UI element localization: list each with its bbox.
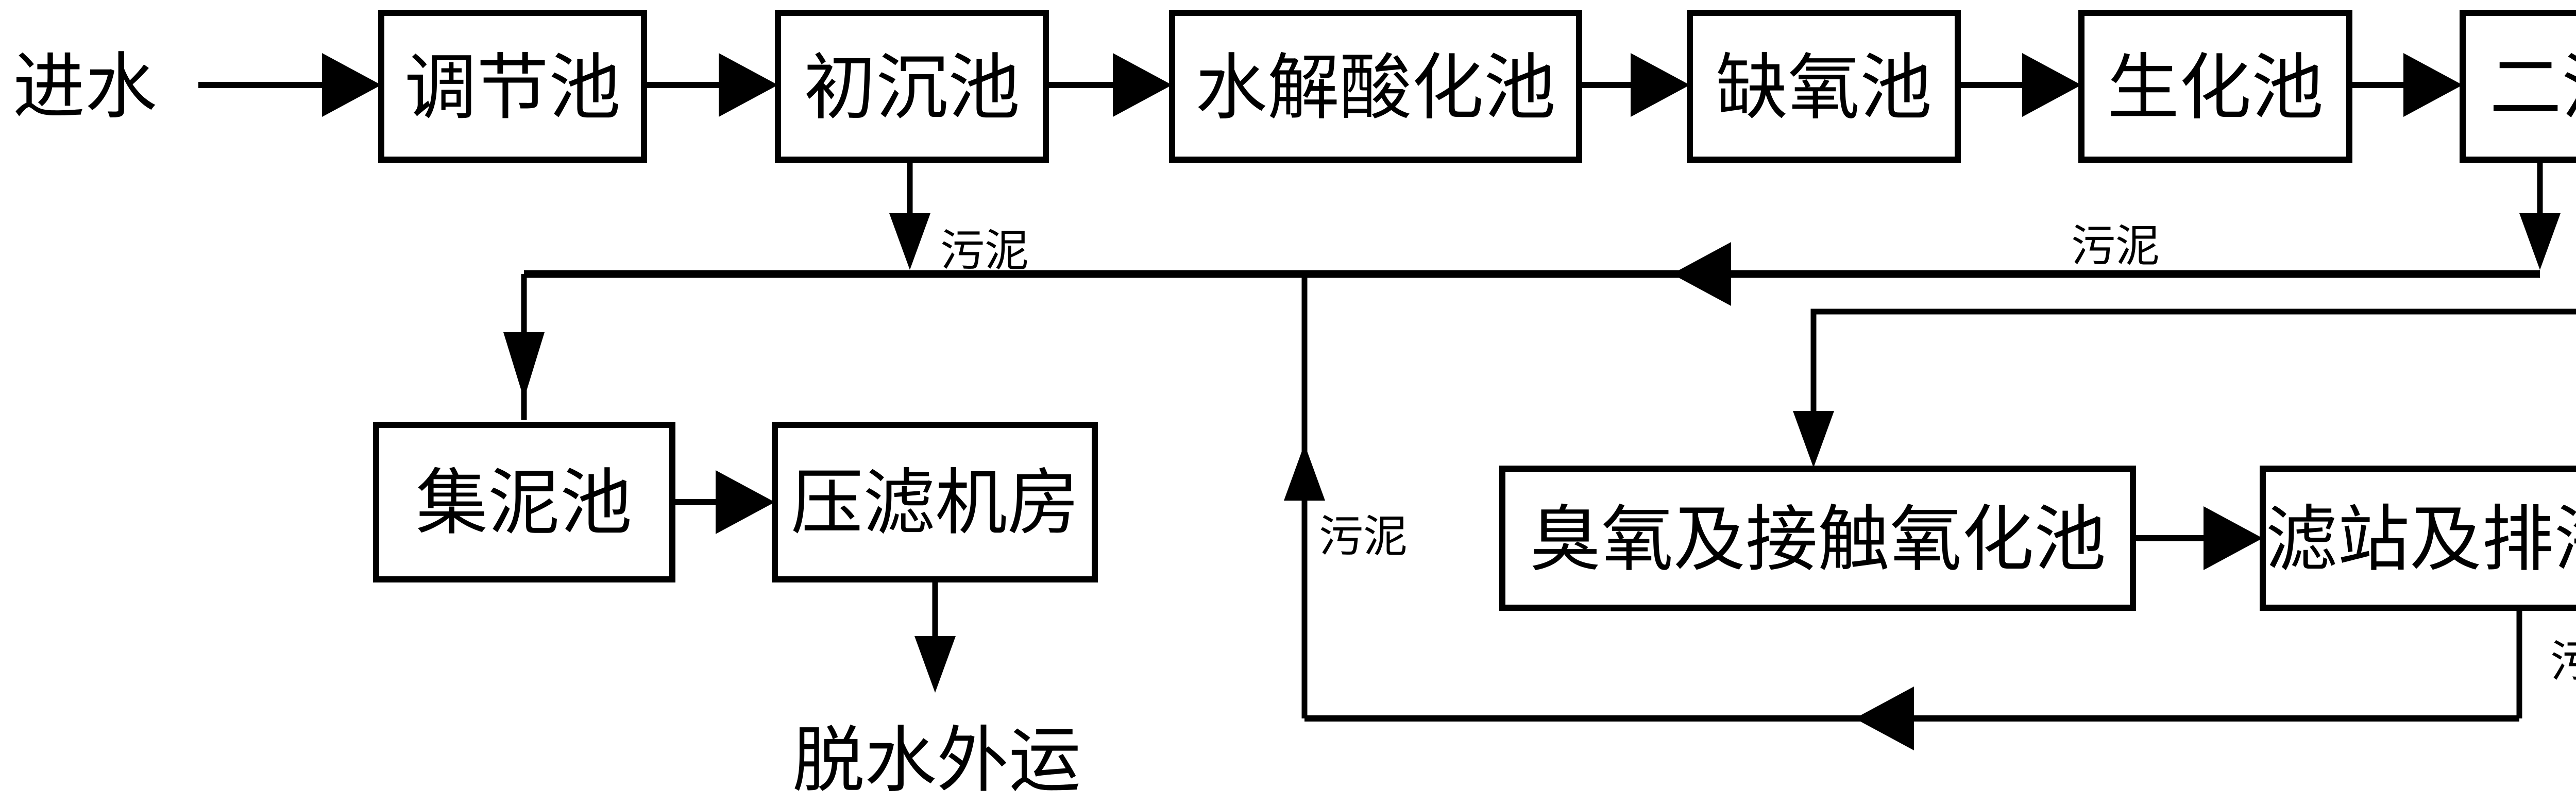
sludge-header-left-arrow-head: [1672, 242, 1731, 306]
box-sludge-collection-tank: [373, 422, 675, 582]
arrow-influent-to-regulation-tank-head: [322, 53, 381, 117]
arrow-primary-to-hydrolysis-head: [1113, 53, 1172, 117]
secondary-sludge-drop-head: [2519, 213, 2561, 270]
box-ozone-contact-oxidation-tank-label: 臭氧及接触氧化池: [1529, 501, 2106, 580]
sludge-label-secondary: 污泥: [2071, 221, 2160, 271]
sludge-label-primary: 污泥: [940, 226, 1029, 276]
sludge-return-up-arrow-head: [1284, 444, 1325, 501]
secondary-to-ozone-line: [1810, 308, 2576, 415]
box-hydrolysis-acidification-tank-label: 水解酸化池: [1195, 49, 1556, 129]
box-anoxic-tank-label: 缺氧池: [1716, 49, 1932, 129]
sludge-return-left-arrow-head: [1855, 687, 1914, 750]
arrow-biochemical-to-secondary-head: [2403, 53, 2463, 117]
sludge-label-return: 污泥: [1319, 512, 1408, 561]
box-biochemical-tank-label: 生化池: [2107, 49, 2324, 129]
box-primary-sedimentation-tank-label: 初沉池: [804, 49, 1020, 129]
disposal-label: 脱水外运: [792, 722, 1081, 801]
box-secondary-sedimentation-tank-label: 二沉池: [2489, 49, 2576, 129]
box-sludge-collection-tank-label: 集泥池: [416, 464, 632, 544]
box-ozone-contact-oxidation-tank: [1499, 466, 2136, 611]
filter-press-to-disposal-head: [914, 636, 956, 693]
sludge-label-filter-station: 污泥: [2550, 637, 2576, 687]
box-secondary-sedimentation-tank: [2460, 10, 2576, 163]
secondary-to-ozone-head: [1793, 411, 1834, 468]
box-filter-station-sea-outfall-pump-station: [2260, 466, 2576, 611]
primary-sludge-drop-head: [889, 213, 930, 270]
box-filter-station-sea-outfall-pump-station-label: 滤站及排海泵站: [2265, 501, 2576, 580]
arrow-collection-to-filter-press-head: [716, 470, 775, 534]
arrow-ozone-to-filter-station-head: [2204, 506, 2263, 570]
box-biochemical-tank: [2078, 10, 2352, 163]
arrow-regulation-to-primary-head: [719, 53, 778, 117]
box-hydrolysis-acidification-tank: [1169, 10, 1582, 163]
box-anoxic-tank: [1687, 10, 1961, 163]
header-to-sludge-collection-head: [503, 332, 545, 399]
box-filter-press-room-label: 压滤机房: [791, 464, 1079, 544]
box-regulation-tank-label: 调节池: [404, 49, 621, 129]
arrow-anoxic-to-biochemical-head: [2022, 53, 2081, 117]
influent-label: 进水: [13, 48, 157, 128]
arrow-hydrolysis-to-anoxic-head: [1631, 53, 1690, 117]
